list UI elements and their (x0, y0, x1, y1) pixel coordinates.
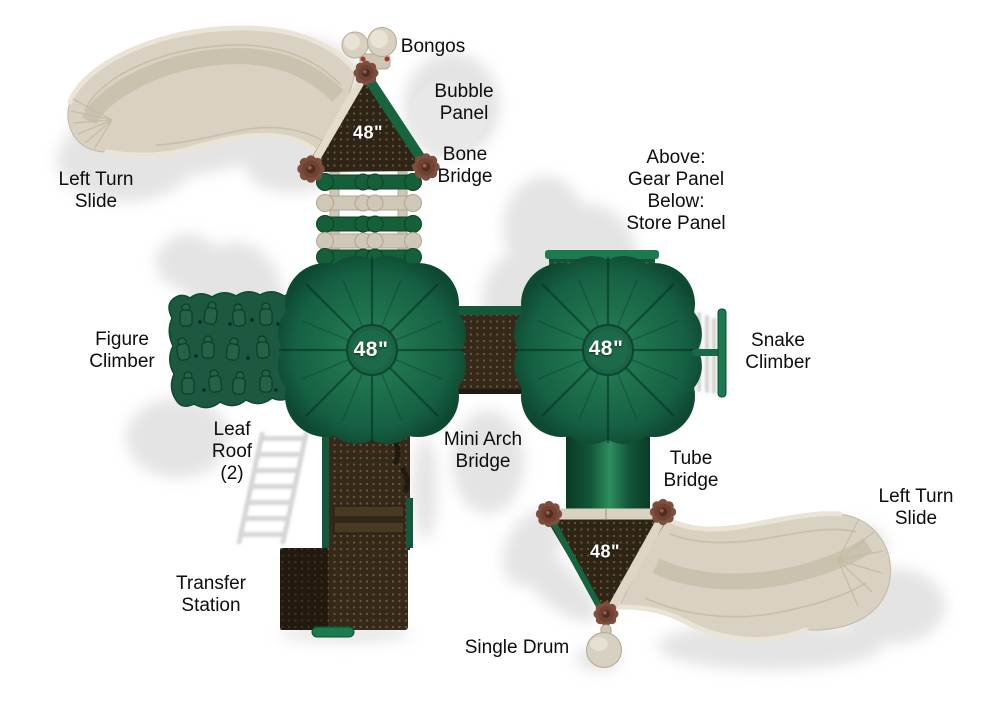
label-bone-bridge: Bone Bridge (437, 143, 493, 187)
label-transfer-station: Transfer Station (175, 572, 247, 616)
slide-exit-flare-lines (70, 98, 113, 150)
ladder-shadow (236, 432, 309, 544)
label-figure-climber: Figure Climber (89, 328, 155, 372)
label-mini-arch-bridge: Mini Arch Bridge (443, 428, 523, 472)
transfer-handhold (311, 626, 355, 638)
label-single-drum: Single Drum (464, 636, 570, 658)
label-leaf-roof: Leaf Roof (2) (211, 418, 253, 485)
left-turn-slide-bottom (616, 511, 891, 643)
bongos (341, 27, 397, 70)
left-turn-slide-top (67, 25, 359, 170)
bubble-panel-glass (409, 80, 485, 156)
bone-bridge (316, 171, 422, 266)
slide-exit-flare-lines (837, 518, 884, 607)
label-left-turn-slide-top: Left Turn Slide (58, 168, 134, 212)
measurement-top-tower-roof: 48" (352, 122, 384, 143)
snake-climber (692, 308, 727, 398)
top-tower (297, 27, 440, 183)
measurement-right-leaf-roof: 48" (588, 337, 624, 360)
label-bubble-panel: Bubble Panel (434, 80, 494, 124)
label-snake-climber: Snake Climber (745, 329, 811, 373)
measurement-bottom-tower-roof: 48" (589, 541, 621, 562)
single-drum (586, 632, 622, 668)
label-left-turn-slide-bottom: Left Turn Slide (878, 485, 954, 529)
bottom-tower (535, 498, 677, 668)
label-bongos: Bongos (400, 35, 466, 57)
measurement-left-leaf-roof: 48" (353, 338, 389, 361)
figure-climber (168, 291, 300, 409)
label-gear-store-panel: Above: Gear Panel Below: Store Panel (626, 146, 726, 235)
label-tube-bridge: Tube Bridge (663, 447, 719, 491)
climbing-holds (176, 301, 273, 395)
